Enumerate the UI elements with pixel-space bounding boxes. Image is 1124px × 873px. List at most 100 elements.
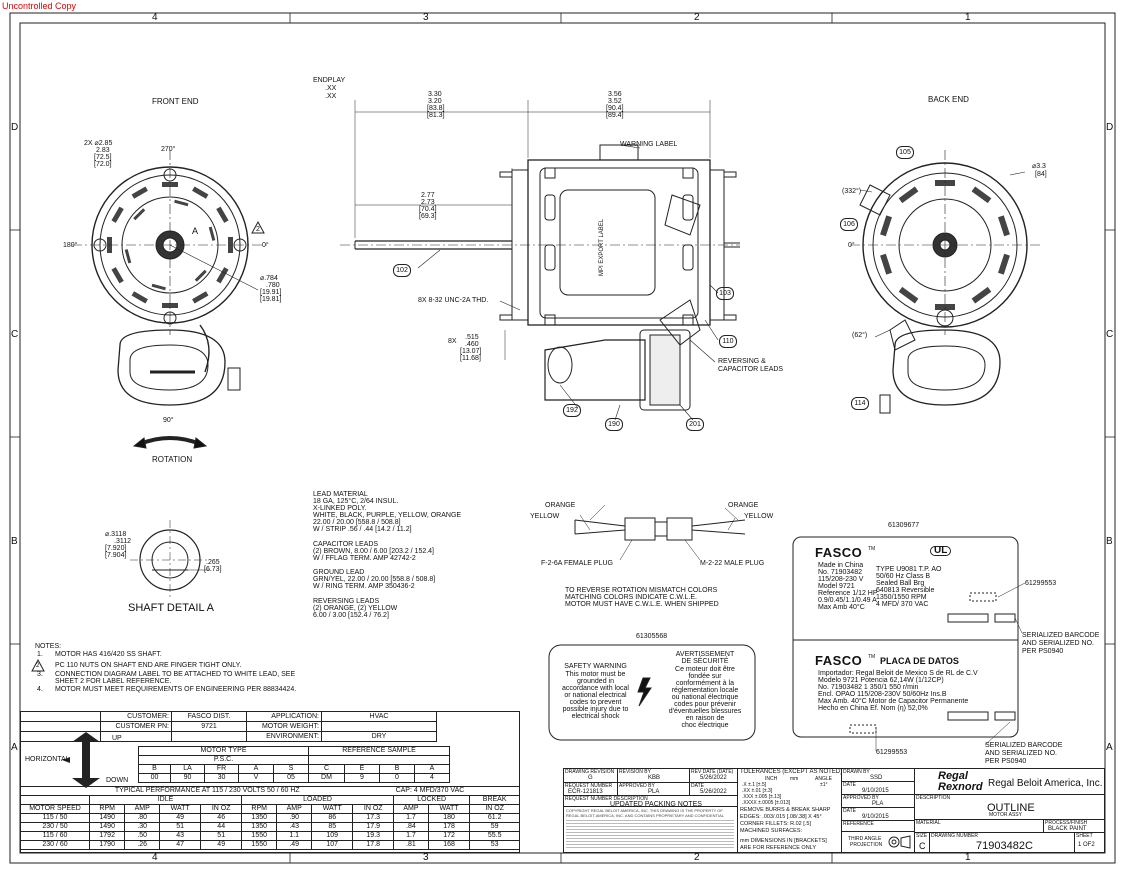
perf-cell: 115 / 50 [20,813,90,823]
lead-line: (2) BROWN, 8.00 / 6.00 [203.2 / 152.4] [313,548,435,555]
lead-line: REVERSING LEADS [313,598,380,605]
revision-by-label: REVISION BY [619,769,651,775]
zone-row-b-right: B [1106,536,1113,547]
perf-cell: 180 [427,813,471,823]
balloon-190: 190 [605,418,623,431]
drawing-rev-cell: DRAWING REVISION G [563,768,618,783]
male-plug-label: M-2-22 MALE PLUG [700,560,765,567]
perf-cell: 51 [200,831,243,841]
company-name: Regal Beloit America, Inc. [988,778,1103,789]
shaft-dia-1: ⌀.3118 [105,531,127,538]
sheet-label: SHEET [1076,833,1093,839]
shaft-detail [130,520,210,600]
barcode2-note-2: AND SERIALIZED NO. [985,750,1057,757]
type-col: B [138,764,171,774]
np-sp-line: Modelo 9721 Potencia 62,14W (1/12CP) [818,677,944,684]
application-label: APPLICATION: [246,711,322,722]
reverse-note-3: MOTOR MUST HAVE C.W.L.E. WHEN SHIPPED [565,601,719,608]
size-value: C [919,841,926,851]
regal-rexnord-logo-1: Regal [938,770,968,782]
balloon-110: 110 [719,335,737,348]
rev-date-cell: REV DATE (DATE) 5/26/2022 [689,768,738,783]
perf-cell: .30 [124,822,161,832]
group-break: BREAK [469,795,520,805]
tolerance-line: .X ±.1 [±.5] [742,782,767,788]
perf-head: WATT [311,804,354,814]
orientation-horizontal: HORIZONTAL [25,756,70,763]
perf-cell: 1350 [241,822,278,832]
perf-cell: .26 [124,840,161,850]
front-dia-top-3: [72.5] [94,154,112,161]
psc-label: P.S.C. [138,755,309,765]
perf-head: MOTOR SPEED [20,804,90,814]
perf-cell: .50 [124,831,161,841]
tolerance-line: .XX ±.01 [±.3] [742,788,773,794]
perf-cell: 115 / 60 [20,831,90,841]
request-desc-value: UPDATED PACKING NOTES [610,801,702,808]
perf-cell: .43 [276,822,313,832]
perf-head: IN OZ [200,804,243,814]
female-plug-label: F-2-6A FEMALE PLUG [541,560,613,567]
slot-dim-1: .515 [465,334,479,341]
request-desc-label: REQUEST NUMBER DESCRIPTION [565,796,648,802]
tolerance-title: TOLERANCES (EXCEPT AS NOTED) [740,769,843,775]
plug-yellow-left: YELLOW [530,513,560,520]
group-locked: LOCKED [393,795,471,805]
np-line: Model 9721 [818,583,855,590]
request-desc-cell: REQUEST NUMBER DESCRIPTION UPDATED PACKI… [563,795,738,808]
front-dia-top-1: 2X ⌀2.85 [84,140,113,147]
perf-cell: 61.2 [469,813,520,823]
drawn-date-value: 9/10/2015 [862,788,889,794]
remove-burrs: REMOVE BURRS & BREAK SHARP [740,807,831,813]
perf-head: RPM [241,804,278,814]
zone-col-4-bottom: 4 [152,852,158,863]
perf-cell: 85 [311,822,354,832]
note-num: 4. [37,686,43,693]
mpi-export-label: MPI EXPORT LABEL [599,218,605,276]
np-line: No. 71903482 [818,569,862,576]
note-text: MOTOR MUST MEET REQUIREMENTS OF ENGINEER… [55,686,297,693]
perf-cell: 43 [159,831,202,841]
zone-col-1-bottom: 1 [965,852,971,863]
lead-line: 18 GA, 125°C, 2/64 INSUL. [313,498,399,505]
safety-title: SAFETY WARNING [564,663,627,670]
drawn-by-value: SSD [870,775,883,781]
plug-diagram [574,504,746,561]
approved-by-value: PLA [648,789,660,795]
perf-cell: .80 [124,813,161,823]
safety-fr-line: codes pour prévenir [674,701,736,708]
lead-line: LEAD MATERIAL [313,491,368,498]
material-cell: MATERIAL [914,819,1044,833]
safety-fr-title-2: DE SÉCURITÉ [681,658,729,665]
zone-row-b-left: B [11,536,18,547]
type-col: E [344,764,380,774]
safety-en-line: codes to prevent [569,699,622,706]
perf-cell: 1490 [88,822,126,832]
dim-904: [90.4] [606,105,624,112]
perf-cell: 1790 [88,840,126,850]
dim-704: [70.4] [419,206,437,213]
perf-cell: 51 [159,822,202,832]
back-dia-1: ⌀3.3 [1032,163,1046,170]
size-label: SIZE [916,833,928,839]
dim-838: [83.8] [427,105,445,112]
type-col: FR [204,764,239,774]
np-sp-line: Hecho en China Ef. Nom (η) 52,0% [818,705,928,712]
np-line: 640813 Reversible [876,587,935,594]
tolerance-line: .XXXX ±.0005 [±.013] [742,800,791,806]
safety-fr-line: choc électrique [681,722,729,729]
approved2-date-value: 9/10/2015 [862,814,889,820]
approved-date-label: DATE [691,783,704,789]
tolerance-line: .XXX ±.005 [±.13] [742,794,782,800]
perf-cell: 17.8 [352,840,395,850]
lead-line: WHITE, BLACK, PURPLE, YELLOW, ORANGE [313,512,462,519]
serial-number-top: 61299553 [1025,580,1057,587]
perf-cell: 107 [311,840,354,850]
edges-note: EDGES: .003/.015 [.08/.38] X 45° [740,814,822,820]
zone-col-4-top: 4 [152,12,158,23]
type-col: A [238,764,274,774]
revision-by-cell: REVISION BY KBB [617,768,690,783]
third-angle-2: PROJECTION [850,842,883,848]
